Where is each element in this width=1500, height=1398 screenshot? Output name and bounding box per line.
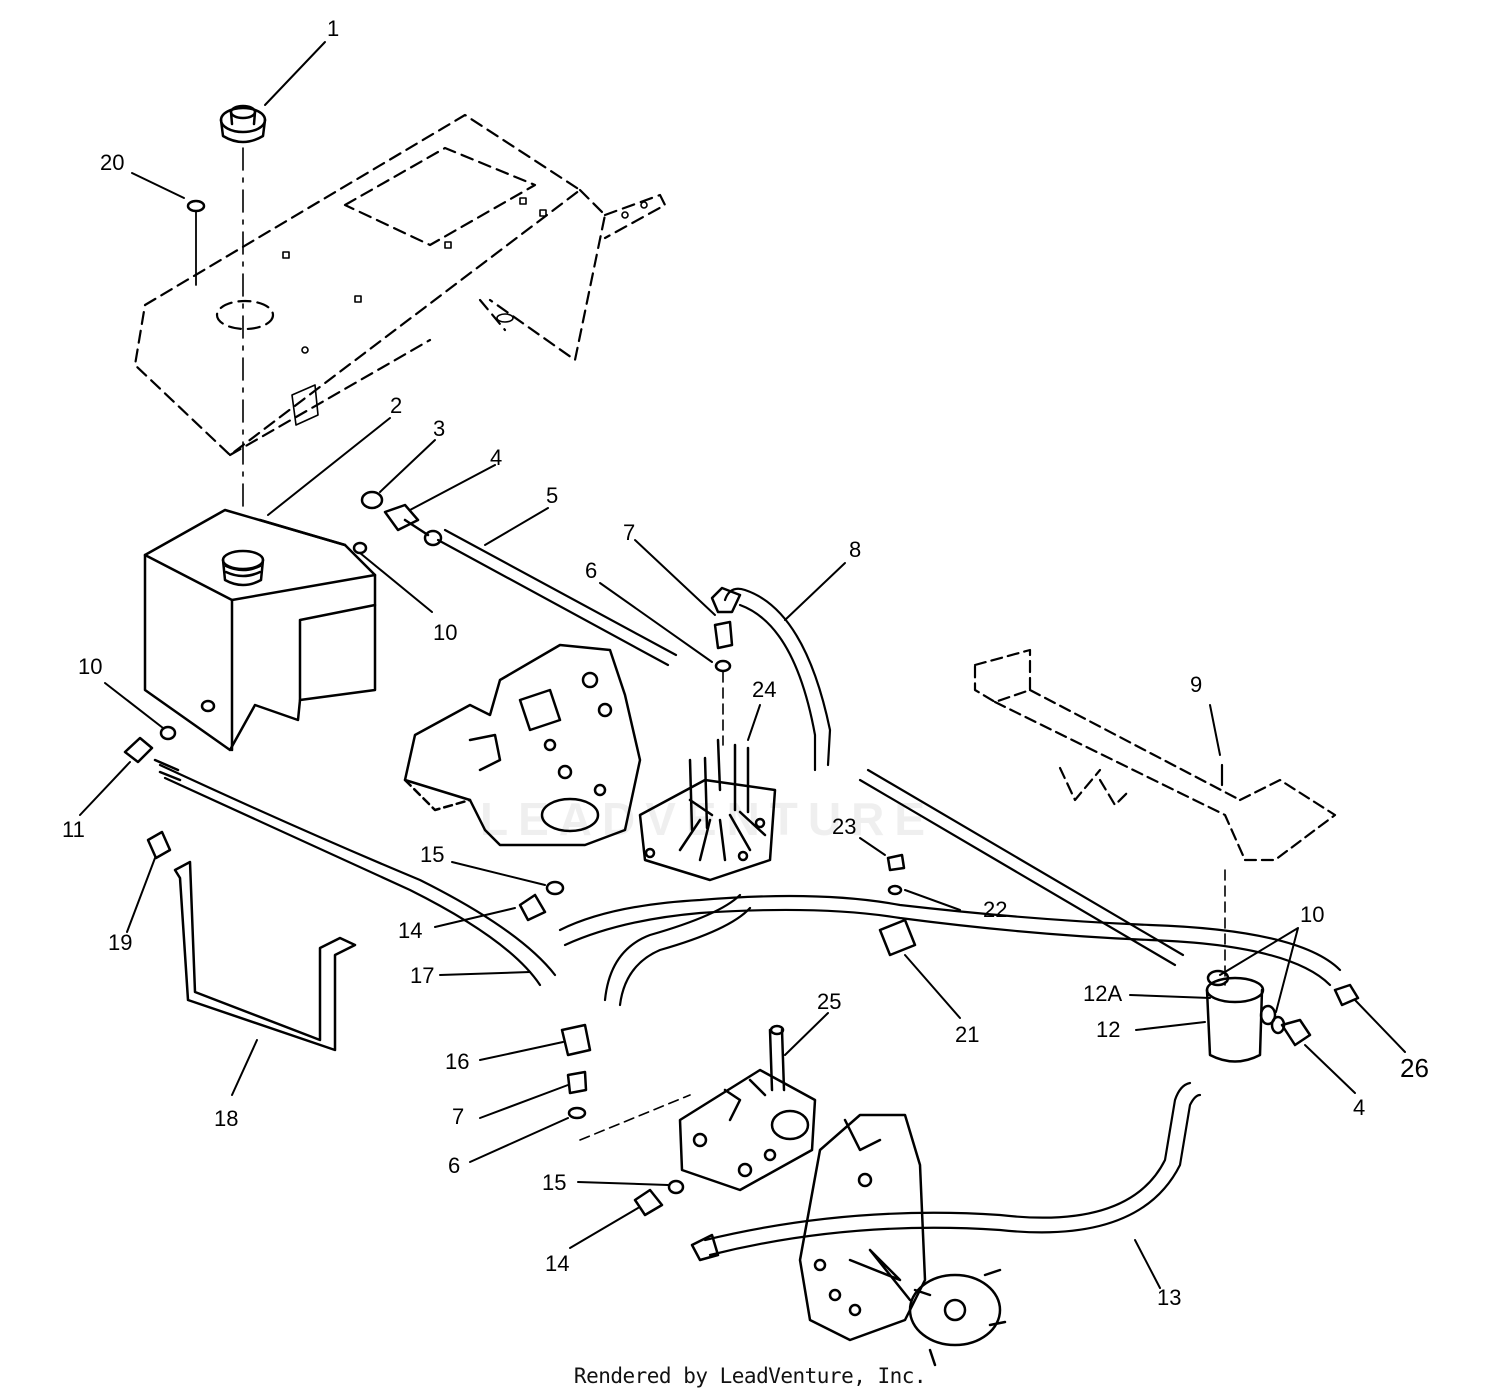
callout-9: 9: [1190, 672, 1202, 697]
tube-long-diag: [858, 768, 1185, 967]
fill-cap-part: [219, 104, 267, 144]
callout-1: 1: [327, 16, 339, 41]
oring-10b: [159, 725, 177, 741]
callout-21: 21: [955, 1022, 979, 1047]
callout-16: 16: [445, 1049, 469, 1074]
elbow-14a: [518, 893, 547, 922]
clamp-21: [878, 918, 917, 957]
callout-3: 3: [433, 416, 445, 441]
tee-16: [560, 1023, 592, 1057]
callout-10c: 10: [1300, 902, 1324, 927]
hose-13: [703, 1081, 1202, 1257]
hose-8: [723, 587, 832, 772]
callout-6b: 6: [448, 1153, 460, 1178]
transaxle-upper: [403, 643, 642, 847]
callout-20: 20: [100, 150, 124, 175]
filter-12: [1205, 969, 1277, 1063]
hose-17-ferrule: [153, 758, 182, 782]
callout-4b: 4: [1353, 1095, 1365, 1120]
callout-23: 23: [832, 814, 856, 839]
reservoir-tank-part: [143, 508, 377, 752]
callout-11: 11: [62, 817, 85, 842]
washer-22: [887, 884, 903, 896]
hose-17: [158, 763, 557, 987]
hose-8-elbow: [710, 586, 742, 614]
callout-12: 12: [1096, 1017, 1120, 1042]
callout-17: 17: [410, 963, 434, 988]
callout-8: 8: [849, 537, 861, 562]
callout-7b: 7: [452, 1104, 464, 1129]
hose-main-second: [603, 893, 752, 1007]
callout-15b: 15: [542, 1170, 566, 1195]
pump-24: [638, 738, 777, 882]
callout-5: 5: [546, 483, 558, 508]
callout-10b: 10: [78, 654, 102, 679]
callout-6a: 6: [585, 558, 597, 583]
hose-main-cross: [558, 894, 1342, 987]
transaxle-lower: [798, 1113, 1007, 1367]
oring-15a: [545, 880, 565, 896]
callout-2: 2: [390, 393, 402, 418]
elbow-14b: [633, 1188, 664, 1217]
callout-12A: 12A: [1083, 981, 1122, 1006]
frame-holes: [282, 197, 648, 426]
bolt-23: [886, 853, 906, 872]
oring-6b: [567, 1106, 587, 1120]
callout-13: 13: [1157, 1285, 1181, 1310]
callout-7a: 7: [623, 520, 635, 545]
frame-fender: [133, 113, 667, 457]
leader-lines: [79, 41, 1406, 1289]
fitting-11: [123, 736, 154, 764]
footer-credit: Rendered by LeadVenture, Inc.: [573, 1364, 927, 1388]
pump-25-axis: [579, 1094, 691, 1141]
oring-10a: [352, 541, 368, 555]
hose-13-end: [690, 1233, 720, 1262]
callout-24: 24: [752, 677, 776, 702]
fitting-26: [1333, 983, 1360, 1007]
clip-19: [146, 830, 172, 860]
screw-part: [186, 199, 206, 286]
elbow-4b: [1280, 1018, 1312, 1047]
right-bracket: [973, 648, 1337, 862]
callout-labels: 1 20 2 3 4 5 10 7 6 8 24 10 11 9 23 22 1…: [62, 16, 1429, 1310]
oring-6a: [714, 659, 732, 673]
callout-19: 19: [108, 930, 132, 955]
fitting-cap-3: [360, 490, 384, 510]
callout-4a: 4: [490, 445, 502, 470]
callout-22: 22: [983, 897, 1007, 922]
callout-15a: 15: [420, 842, 444, 867]
callout-26: 26: [1400, 1053, 1429, 1083]
bracket-18: [173, 860, 357, 1052]
callout-14a: 14: [398, 918, 422, 943]
tube-5: [436, 528, 678, 667]
callout-14b: 14: [545, 1251, 569, 1276]
pump-25: [678, 1024, 817, 1192]
fitting-7a: [713, 620, 734, 650]
tee-fitting-4: [383, 503, 443, 547]
oring-15b: [667, 1179, 685, 1195]
callout-18: 18: [214, 1106, 238, 1131]
fitting-7b: [566, 1070, 588, 1095]
callout-25: 25: [817, 989, 841, 1014]
callout-10a: 10: [433, 620, 457, 645]
